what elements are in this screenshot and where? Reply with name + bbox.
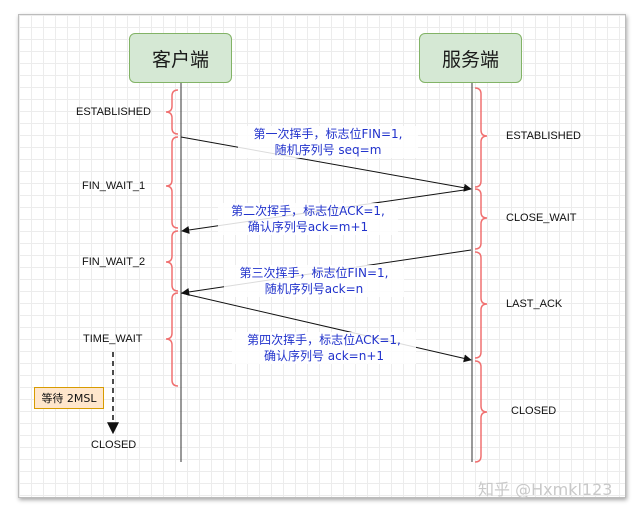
message-third-wave: 第三次挥手，标志位FIN=1, 随机序列号ack=n <box>224 265 404 297</box>
server-label: 服务端 <box>441 48 499 71</box>
client-brace-time-wait <box>165 292 179 387</box>
server-brace-close-wait <box>474 188 488 250</box>
wait-2msl-label: 等待 2MSL <box>41 392 97 405</box>
watermark: 知乎 @Hxmkl123 <box>478 480 613 499</box>
message-second-wave-line2: 确认序列号ack=m+1 <box>247 220 369 234</box>
client-state-fin-wait-2: FIN_WAIT_2 <box>82 256 146 268</box>
server-brace-established <box>474 87 488 188</box>
client-state-closed: CLOSED <box>91 439 137 451</box>
message-first-wave-line1: 第一次挥手，标志位FIN=1, <box>253 127 403 141</box>
server-state-last-ack: LAST_ACK <box>506 298 563 310</box>
client-state-fin-wait-1: FIN_WAIT_1 <box>82 180 146 192</box>
message-fourth-wave-line1: 第四次挥手，标志位ACK=1, <box>247 333 401 347</box>
message-second-wave-line1: 第二次挥手，标志位ACK=1, <box>231 204 385 218</box>
client-brace-fin-wait-2 <box>165 230 179 292</box>
message-third-wave-line1: 第三次挥手，标志位FIN=1, <box>239 266 389 280</box>
message-first-wave: 第一次挥手，标志位FIN=1, 随机序列号 seq=m <box>238 126 418 158</box>
server-node: 服务端 <box>419 33 522 83</box>
message-third-wave-line2: 随机序列号ack=n <box>264 282 364 296</box>
message-fourth-wave: 第四次挥手，标志位ACK=1, 确认序列号 ack=n+1 <box>232 332 416 364</box>
client-node: 客户端 <box>129 33 232 83</box>
message-fourth-wave-line2: 确认序列号 ack=n+1 <box>263 349 385 363</box>
server-state-established: ESTABLISHED <box>506 130 581 142</box>
message-second-wave: 第二次挥手，标志位ACK=1, 确认序列号ack=m+1 <box>218 203 398 235</box>
server-brace-last-ack <box>474 251 488 359</box>
client-label: 客户端 <box>151 48 209 71</box>
client-state-time-wait: TIME_WAIT <box>83 333 143 345</box>
client-brace-fin-wait-1 <box>165 136 179 229</box>
arrow-fourth-wave <box>180 292 472 363</box>
server-brace-closed <box>474 360 488 463</box>
client-state-established: ESTABLISHED <box>76 106 151 118</box>
wait-2msl-note: 等待 2MSL <box>34 387 104 409</box>
server-state-closed: CLOSED <box>511 405 557 417</box>
server-state-close-wait: CLOSE_WAIT <box>506 212 577 224</box>
client-brace-established <box>165 89 179 135</box>
diagram-canvas <box>18 14 626 498</box>
arrow-first-wave <box>180 136 472 192</box>
message-first-wave-line2: 随机序列号 seq=m <box>274 143 382 157</box>
